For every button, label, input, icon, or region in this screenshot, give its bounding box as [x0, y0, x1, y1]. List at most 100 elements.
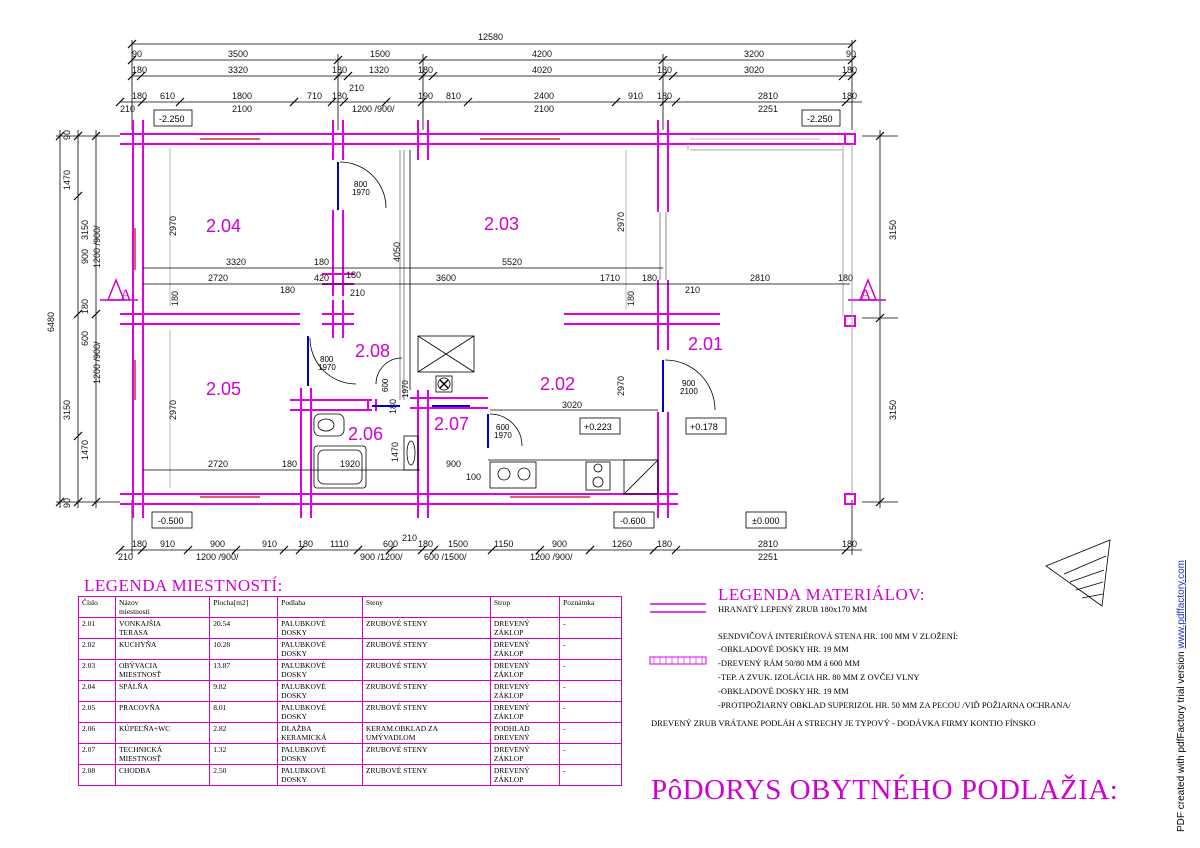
- left-dimension-texts: 90 1470 3150 900 1200 /900/ 180 600 1200…: [46, 130, 102, 508]
- dim-text: 210: [118, 552, 133, 562]
- material-line: SENDVIČOVÁ INTERIÉROVÁ STENA HR. 100 MM …: [718, 631, 959, 641]
- table-cell: 2.50: [209, 764, 279, 786]
- column-header: Plocha[m2]: [209, 596, 279, 618]
- table-cell: ZRUBOVÉ STENY: [361, 638, 491, 660]
- dim-text: 900: [446, 459, 461, 469]
- dim-text: 4050: [392, 242, 402, 262]
- table-cell: -: [559, 722, 622, 744]
- material-line: HRANATÝ LEPENÝ ZRUB 180x170 MM: [718, 604, 868, 614]
- dim-text: 210: [685, 285, 700, 295]
- column-header: Steny: [361, 596, 491, 618]
- table-cell: -: [559, 638, 622, 660]
- dim-text: 610: [160, 91, 175, 101]
- room-number: 2.04: [206, 216, 241, 236]
- dim-text: 180: [132, 91, 147, 101]
- level-value: -0.500: [158, 516, 184, 526]
- table-cell: -: [559, 764, 622, 786]
- table-cell: ZRUBOVÉ STENY: [361, 743, 491, 765]
- dim-text: 600 /1500/: [424, 552, 467, 562]
- kitchen-sink-icon: [489, 461, 537, 489]
- fixtures: [313, 335, 659, 495]
- dim-text: 4020: [532, 65, 552, 75]
- bottom-dimension-lines: [115, 500, 862, 555]
- dim-text: 90: [62, 498, 72, 508]
- table-cell: DREVENÝ ZÁKLOP: [489, 701, 561, 723]
- dim-text: 3150: [80, 220, 90, 240]
- door-width: 800: [354, 180, 368, 189]
- washbasin-icon: [403, 435, 419, 471]
- table-cell: ZRUBOVÉ STENY: [361, 659, 491, 681]
- table-cell: PALUBKOVÉ DOSKY: [277, 638, 363, 660]
- dim-text: 3320: [226, 257, 246, 267]
- pdf-link[interactable]: www.pdffactory.com: [1176, 560, 1187, 649]
- dim-text: 600: [383, 539, 398, 549]
- dim-text: 5520: [502, 257, 522, 267]
- room-legend-title: LEGENDA MIESTNOSTÍ:: [84, 576, 283, 595]
- table-cell: 2.06: [78, 722, 116, 744]
- dim-text: 2970: [616, 376, 626, 396]
- shower-tray-icon: [313, 445, 367, 489]
- dim-total: 12580: [478, 32, 503, 42]
- dim-text: 180: [626, 291, 636, 306]
- dim-text: 180: [346, 270, 361, 280]
- dim-text: 900: [552, 539, 567, 549]
- north-arrow-icon: [1045, 539, 1111, 607]
- material-line: -DREVENÝ RÁM 50/80 MM á 600 MM: [718, 658, 860, 668]
- dim-text: 1470: [390, 442, 400, 462]
- table-cell: DREVENÝ ZÁKLOP: [489, 638, 561, 660]
- table-cell: PALUBKOVÉ DOSKY: [277, 743, 363, 765]
- dim-text: 4200: [532, 49, 552, 59]
- table-cell: 8.01: [209, 701, 279, 723]
- level-value: ±0.000: [752, 516, 779, 526]
- section-label-right: A: [860, 287, 872, 304]
- pdf-note-text: PDF created with pdfFactory trial versio…: [1176, 648, 1187, 832]
- fridge-icon: [623, 459, 659, 495]
- table-cell: DREVENÝ ZÁKLOP: [489, 680, 561, 702]
- dim-text: 710: [307, 91, 322, 101]
- dim-text: 180: [418, 65, 433, 75]
- table-cell: DLAŽBA KERAMICKÁ: [277, 722, 363, 744]
- plan-title: PôDORYS OBYTNÉHO PODLAŽIA:: [651, 774, 1119, 806]
- table-cell: ZRUBOVÉ STENY: [361, 680, 491, 702]
- dim-text: 3600: [436, 273, 456, 283]
- dim-text: 1110: [330, 539, 349, 549]
- room-number: 2.08: [355, 341, 390, 361]
- dim-text: 180: [132, 539, 147, 549]
- table-cell: ZRUBOVÉ STENY: [361, 764, 491, 786]
- material-samples: [649, 603, 707, 665]
- table-cell: -: [559, 680, 622, 702]
- dim-text: 3200: [744, 49, 764, 59]
- door-labels: 800 1970 800 1970 900 2100 600 1970 600 …: [318, 180, 698, 440]
- dim-text: 2100: [232, 104, 252, 114]
- level-value: +0.178: [690, 422, 718, 432]
- dim-text: 6480: [46, 312, 56, 332]
- table-cell: KUCHYŇA: [114, 638, 211, 660]
- room-number: 2.02: [540, 374, 575, 394]
- table-cell: 2.05: [78, 701, 116, 723]
- material-legend-title: LEGENDA MATERIÁLOV:: [718, 585, 926, 604]
- dim-text: 100: [466, 472, 481, 482]
- material-line: -OBKLADOVÉ DOSKY HR. 19 MM: [718, 644, 849, 654]
- door-height: 1970: [318, 363, 336, 372]
- dim-text: 1470: [80, 440, 90, 460]
- top-dimension-lines: [115, 39, 862, 130]
- dim-text: 180: [657, 91, 672, 101]
- door-width: 900: [682, 379, 696, 388]
- inner-dimension-texts: 3320 180 5520 2720 420 180 3600 1710 180…: [168, 212, 853, 482]
- dim-text: 3150: [888, 220, 898, 240]
- dim-text: 1710: [600, 273, 620, 283]
- table-cell: PALUBKOVÉ DOSKY: [277, 680, 363, 702]
- level-value: -0.600: [620, 516, 646, 526]
- section-label-left: A: [120, 287, 132, 304]
- dim-text: 180: [332, 91, 347, 101]
- table-cell: 2.07: [78, 743, 116, 765]
- table-cell: 2.82: [209, 722, 279, 744]
- room-number: 2.06: [348, 424, 383, 444]
- dim-text: 190: [418, 91, 433, 101]
- table-cell: 2.02: [78, 638, 116, 660]
- table-cell: KERAM.OBKLAD ZA UMÝVADLOM: [361, 722, 491, 744]
- dim-text: 2810: [758, 539, 778, 549]
